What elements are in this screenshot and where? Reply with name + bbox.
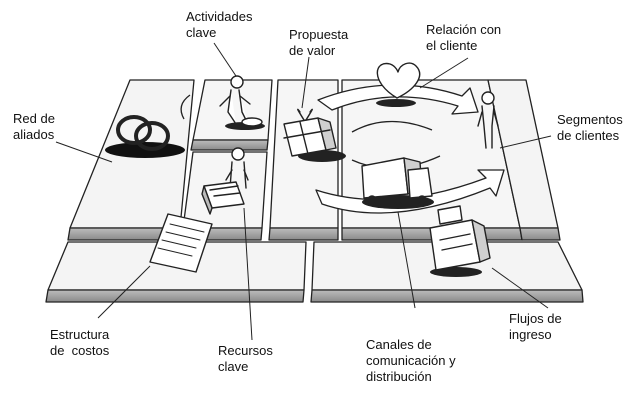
leader-red [55, 141, 113, 163]
truck-icon [361, 157, 434, 209]
document-icon [149, 213, 213, 273]
resources-icon [201, 147, 249, 215]
heart-icon [376, 62, 421, 107]
leader-actividades [213, 42, 237, 77]
customer-icon [477, 91, 499, 149]
block-flujos-ingreso [310, 241, 584, 303]
leader-propuesta [301, 56, 310, 109]
leader-recursos [243, 207, 253, 341]
cash-register-icon [429, 205, 491, 277]
leader-canales [397, 211, 416, 309]
block-segmentos-clientes [487, 79, 561, 241]
gift-box-icon [283, 108, 346, 162]
block-relacion-canales [315, 79, 523, 241]
rings-icon [105, 115, 185, 158]
leader-estructura [97, 265, 151, 319]
leader-relacion [419, 57, 469, 89]
worker-icon [219, 75, 265, 130]
leader-flujos [491, 267, 549, 309]
leader-segmentos [499, 135, 552, 149]
